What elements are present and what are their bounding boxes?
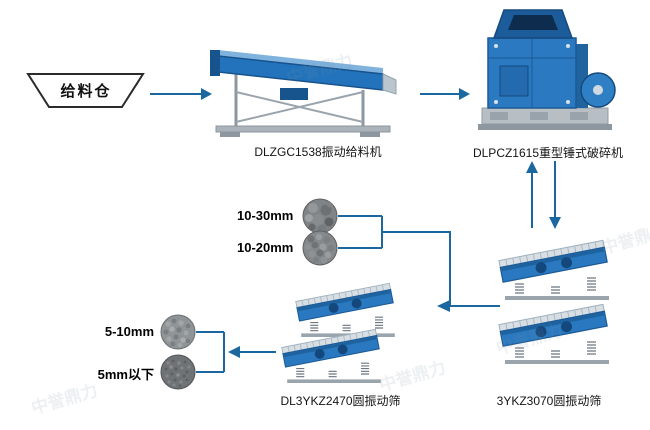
product-branch-10-30-10-20	[338, 215, 451, 306]
circular-screen-mid-label: DL3YKZ2470圆振动筛	[280, 394, 401, 408]
product-label-10-20mm: 10-20mm	[237, 240, 294, 255]
aggregate-pile-10-30mm	[300, 196, 340, 241]
aggregate-pile-10-20mm	[300, 228, 340, 273]
aggregate-pile-5-10mm	[158, 312, 198, 357]
circular-screen-right-image	[495, 238, 615, 373]
aggregate-pile-under-5mm	[158, 352, 198, 397]
arrow-screen-right-to-screen-mid	[437, 300, 500, 312]
arrow-feeder-to-crusher	[420, 88, 470, 100]
arrow-screen-to-crusher-return	[526, 161, 538, 228]
circular-screen-mid-image	[280, 282, 405, 385]
hammer-crusher-image	[470, 6, 620, 141]
product-label-under-5mm: 5mm以下	[97, 367, 154, 382]
product-label-5-10mm: 5-10mm	[104, 324, 154, 339]
feed-bin-node: 给料仓	[26, 72, 146, 110]
circular-screen-right-label: 3YKZ3070圆振动筛	[496, 394, 602, 408]
hammer-crusher-label: DLPCZ1615重型锤式破碎机	[472, 146, 624, 160]
product-branch-5-10-under5	[196, 331, 225, 373]
feed-bin-label: 给料仓	[60, 83, 112, 100]
arrow-crusher-to-screen	[549, 161, 561, 229]
arrow-bin-to-feeder	[150, 88, 212, 100]
feed-bin-shape	[26, 73, 145, 108]
vibrating-feeder-image	[208, 34, 398, 139]
product-label-10-30mm: 10-30mm	[237, 208, 294, 223]
vibrating-feeder-label: DLZGC1538振动给料机	[254, 145, 382, 159]
arrow-screen-mid-to-products	[228, 346, 276, 358]
